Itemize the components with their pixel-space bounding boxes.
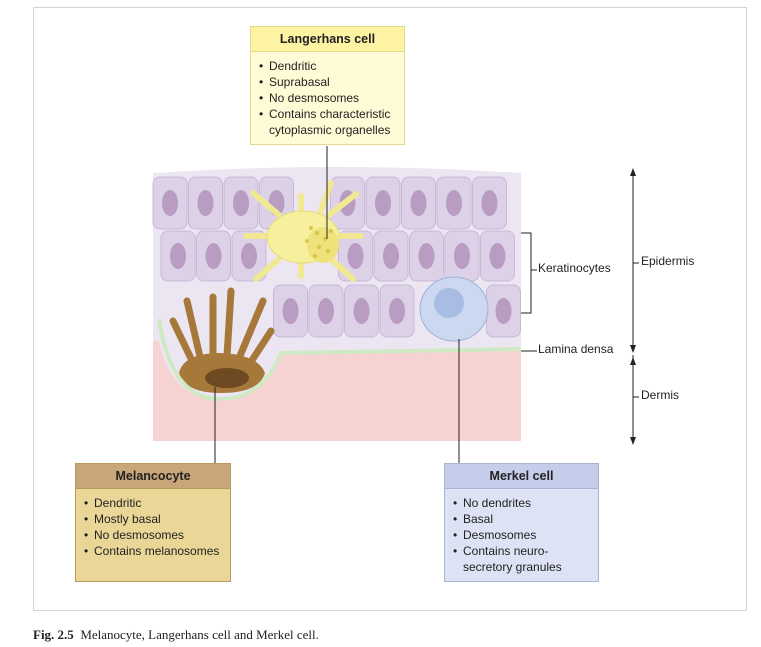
keratinocyte-nucleus xyxy=(282,298,299,324)
list-item: Basal xyxy=(453,511,592,527)
langerhans-cell xyxy=(243,180,364,282)
list-item: Mostly basal xyxy=(84,511,224,527)
merkel-title: Merkel cell xyxy=(445,464,598,489)
caption-text: Melanocyte, Langerhans cell and Merkel c… xyxy=(80,627,319,642)
list-item: Dendritic xyxy=(259,58,398,74)
keratinocyte-nucleus xyxy=(205,243,222,269)
keratinocyte-nucleus xyxy=(489,243,506,269)
langerhans-cell-box: Langerhans cell Dendritic Suprabasal No … xyxy=(250,26,405,145)
list-item: Contains neuro-secretory granules xyxy=(453,543,592,575)
keratinocyte-nucleus xyxy=(353,298,370,324)
keratinocytes-label: Keratinocytes xyxy=(538,261,611,275)
langerhans-list: Dendritic Suprabasal No desmosomes Conta… xyxy=(251,58,404,138)
list-item: Desmosomes xyxy=(453,527,592,543)
list-item: Contains characteristic cytoplasmic orga… xyxy=(259,106,398,138)
lamina-densa xyxy=(157,318,522,402)
melanocyte-cell xyxy=(169,287,275,393)
keratinocyte-nucleus xyxy=(318,298,334,324)
epidermis-label: Epidermis xyxy=(641,254,695,268)
keratinocyte-nucleus xyxy=(446,190,462,216)
melanocyte-box: Melancocyte Dendritic Mostly basal No de… xyxy=(75,463,231,582)
melanocyte-list: Dendritic Mostly basal No desmosomes Con… xyxy=(76,495,230,559)
list-item: Suprabasal xyxy=(259,74,398,90)
keratinocyte-nucleus xyxy=(170,243,186,269)
arrowheads xyxy=(630,168,636,445)
list-item: Dendritic xyxy=(84,495,224,511)
figure-caption: Fig. 2.5 Melanocyte, Langerhans cell and… xyxy=(33,627,319,643)
skin-diagram xyxy=(152,146,639,464)
keratinocyte-nucleus xyxy=(375,190,391,216)
dermis-label: Dermis xyxy=(641,388,679,402)
leader-lines xyxy=(214,146,639,464)
merkel-cell xyxy=(419,276,489,342)
merkel-list: No dendrites Basal Desmosomes Contains n… xyxy=(445,495,598,575)
keratinocyte-nucleus xyxy=(389,298,405,324)
keratinocyte-nucleus xyxy=(162,190,178,216)
keratinocyte-nucleus xyxy=(410,190,427,216)
langerhans-title: Langerhans cell xyxy=(251,27,404,52)
keratinocyte-nucleus xyxy=(454,243,470,269)
list-item: Contains melanosomes xyxy=(84,543,224,559)
keratinocyte-nucleus xyxy=(197,190,214,216)
lamina-densa-label: Lamina densa xyxy=(538,342,614,356)
keratinocyte-nucleus xyxy=(481,190,498,216)
list-item: No dendrites xyxy=(453,495,592,511)
keratinocyte-nucleus xyxy=(233,190,249,216)
keratinocyte-nucleus xyxy=(495,298,512,324)
list-item: No desmosomes xyxy=(84,527,224,543)
caption-number: Fig. 2.5 xyxy=(33,627,74,642)
keratinocyte-nucleus xyxy=(418,243,435,269)
keratinocyte-nucleus xyxy=(347,243,364,269)
keratinocyte-nucleus xyxy=(383,243,399,269)
list-item: No desmosomes xyxy=(259,90,398,106)
melanocyte-title: Melancocyte xyxy=(76,464,230,489)
keratinocyte-nucleus xyxy=(241,243,257,269)
merkel-cell-box: Merkel cell No dendrites Basal Desmosome… xyxy=(444,463,599,582)
